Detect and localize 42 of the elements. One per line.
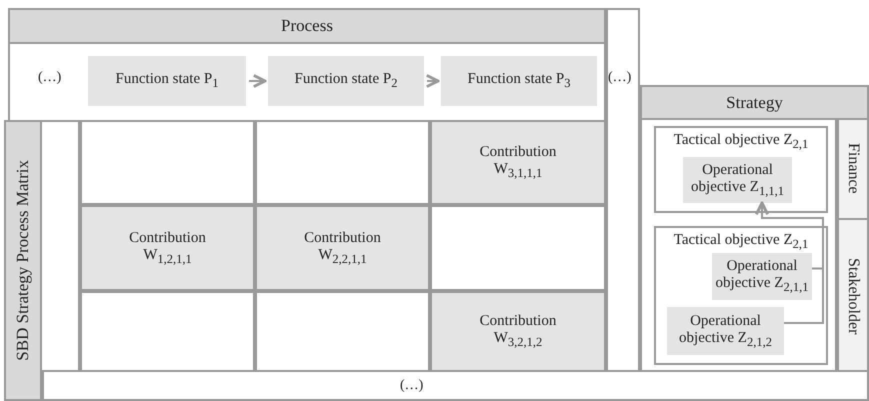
heading-text: Strategy <box>726 92 783 112</box>
label-text: Contribution W$_{3,2,1,2}$ <box>478 313 558 350</box>
objective-box <box>667 307 784 355</box>
objective-box <box>654 126 828 213</box>
label-text: Contribution W$_{3,1,1,1}$ <box>478 144 558 181</box>
label-text: Operational objective Z$_{1,1,1}$ <box>690 162 785 198</box>
state-box <box>88 56 246 106</box>
state-box <box>268 56 424 106</box>
ellipsis-text: (…) <box>400 378 424 394</box>
label-text: Operational objective Z$_{2,1,1}$ <box>714 258 810 295</box>
label-text: Contribution W$_{1,2,1,1}$ <box>128 230 207 266</box>
matrix-cell <box>255 205 430 291</box>
heading-text: Process <box>281 16 333 36</box>
heading-text: SBD Strategy Process Matrix <box>13 160 33 361</box>
ellipsis-text: (…) <box>608 70 632 86</box>
matrix-cell <box>430 205 606 291</box>
heading-text: Finance <box>844 142 862 194</box>
matrix-cell <box>255 291 430 372</box>
matrix-cell <box>430 120 606 205</box>
arrow <box>249 74 266 88</box>
arrow <box>425 74 440 88</box>
label-text: Operational objective Z$_{2,1,2}$ <box>678 312 773 350</box>
header-band <box>8 8 606 44</box>
matrix-cell <box>80 291 255 372</box>
label-text: Function state P$_{1}$ <box>116 71 218 91</box>
header-band <box>640 85 869 120</box>
label-text: Function state P$_{3}$ <box>468 71 570 91</box>
matrix-cell <box>255 120 430 205</box>
state-box <box>441 56 597 106</box>
objective-box <box>654 226 828 365</box>
header-band <box>4 120 42 401</box>
heading-text: Stakeholder <box>844 258 862 334</box>
matrix-cell <box>430 291 606 372</box>
matrix-cell <box>80 120 255 205</box>
arrow <box>755 202 824 270</box>
label-text: Tactical objective Z$_{2,1}$ <box>674 132 808 152</box>
label-text: Tactical objective Z$_{2,1}$ <box>674 232 808 252</box>
ellipsis-text: (…) <box>38 70 62 86</box>
objective-box <box>683 157 792 203</box>
label-text: Contribution W$_{2,2,1,1}$ <box>303 230 382 266</box>
label-text: Function state P$_{2}$ <box>294 71 398 91</box>
matrix-cell <box>80 205 255 291</box>
